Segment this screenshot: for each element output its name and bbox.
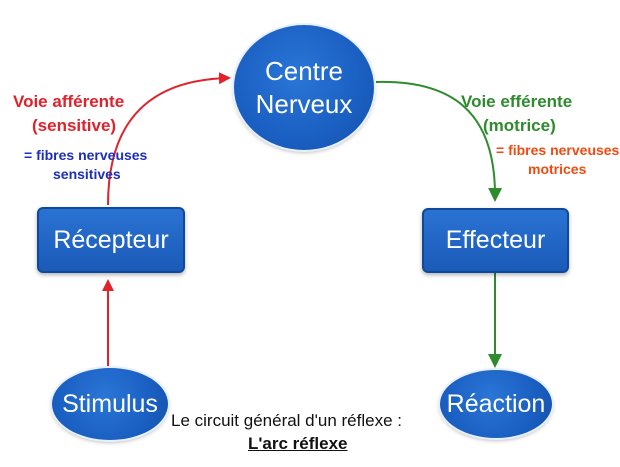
effecteur-label: Effecteur	[445, 226, 546, 254]
centre-label-line2: Nerveux	[255, 88, 353, 119]
caption-title: L'arc réflexe	[248, 434, 348, 453]
afferent-sublabel: (sensitive)	[32, 116, 117, 135]
centre-nerveux-node: Centre Nerveux	[234, 25, 374, 150]
stimulus-node: Stimulus	[52, 368, 168, 440]
efferent-fibres-label: = fibres nerveuses	[496, 142, 620, 158]
arrow-recepteur-to-centre	[107, 72, 231, 206]
afferent-fibres-sublabel: sensitives	[53, 166, 121, 182]
afferent-fibres-label: = fibres nerveuses	[24, 147, 148, 163]
recepteur-node: Récepteur	[37, 207, 185, 273]
afferent-label: Voie afférente	[13, 92, 125, 111]
effecteur-node: Effecteur	[422, 208, 569, 273]
arrow-centre-to-effecteur	[375, 80, 503, 202]
stimulus-label: Stimulus	[62, 389, 158, 418]
recepteur-label: Récepteur	[53, 225, 169, 254]
reaction-label: Réaction	[446, 389, 546, 418]
efferent-fibres-sublabel: motrices	[528, 161, 587, 177]
caption-line1: Le circuit général d'un réflexe :	[171, 411, 402, 430]
centre-label-line1: Centre	[264, 55, 344, 86]
efferent-label: Voie efférente	[461, 92, 573, 111]
reaction-node: Réaction	[440, 370, 552, 438]
efferent-sublabel: (motrice)	[483, 116, 556, 135]
